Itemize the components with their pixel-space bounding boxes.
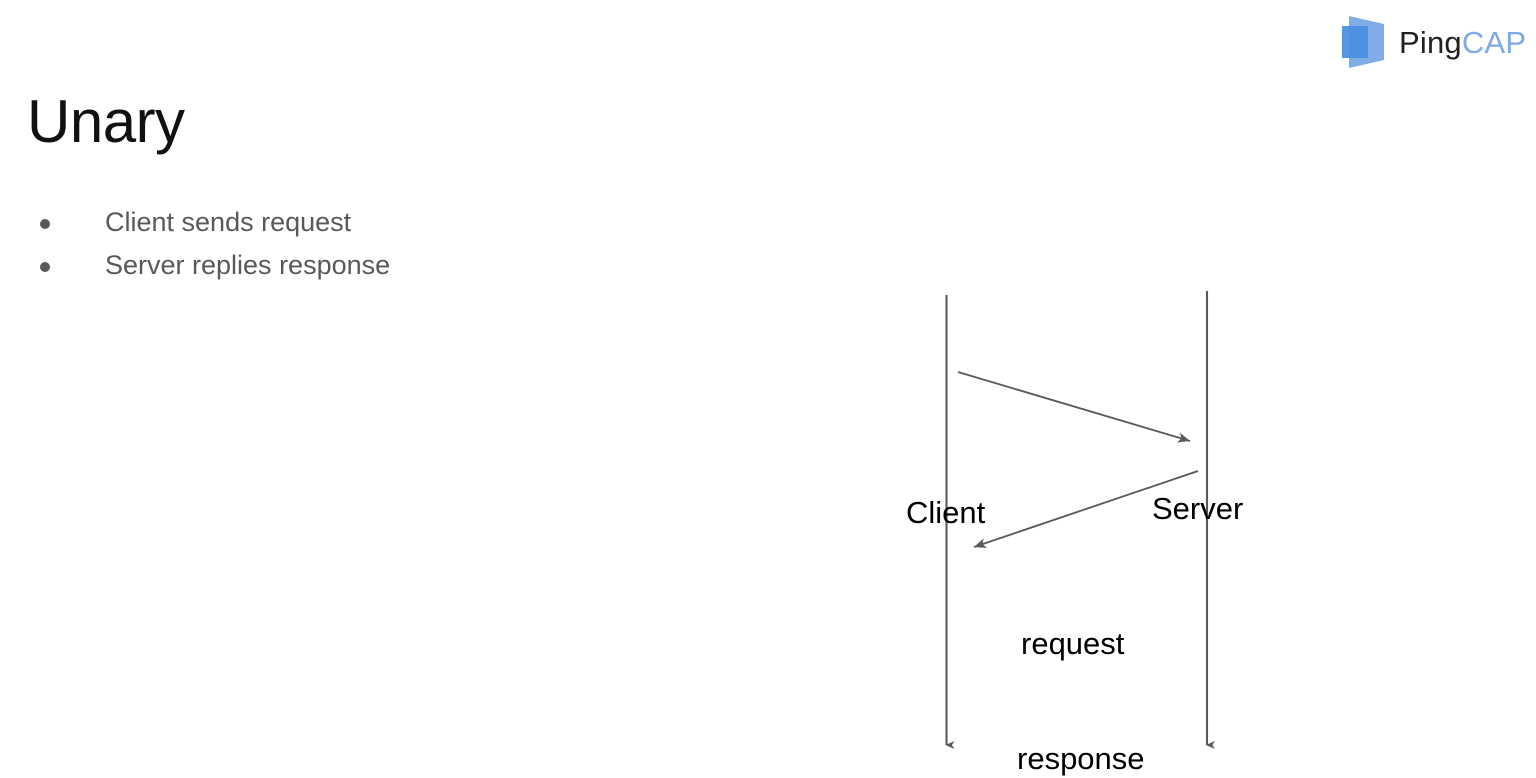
bullet-dot-icon (40, 262, 50, 272)
bullet-text: Server replies response (105, 250, 391, 280)
message-arrow-request (957, 371, 1191, 443)
wordmark-cap: CAP (1461, 24, 1527, 60)
list-item: Server replies response (40, 249, 660, 292)
bullet-dot-icon (40, 219, 50, 229)
pingcap-wordmark: PingCAP (1399, 27, 1526, 58)
list-item: Client sends request (40, 206, 660, 249)
page-title: Unary (27, 88, 185, 155)
lifeline-label-client: Client (906, 495, 986, 530)
wordmark-ping: Ping (1399, 24, 1462, 60)
brand-logo: PingCAP (1340, 14, 1526, 70)
message-label-request: request (1021, 626, 1125, 661)
bullet-list: Client sends request Server replies resp… (40, 206, 660, 292)
message-arrow-response (973, 470, 1199, 548)
lifeline-label-server: Server (1152, 491, 1244, 526)
bullet-text: Client sends request (105, 207, 352, 237)
sequence-diagram-canvas (945, 291, 1215, 749)
pingcap-logo-mark (1340, 14, 1392, 70)
message-label-response: response (1017, 741, 1145, 776)
sequence-diagram: Client Server request response (860, 240, 1290, 778)
